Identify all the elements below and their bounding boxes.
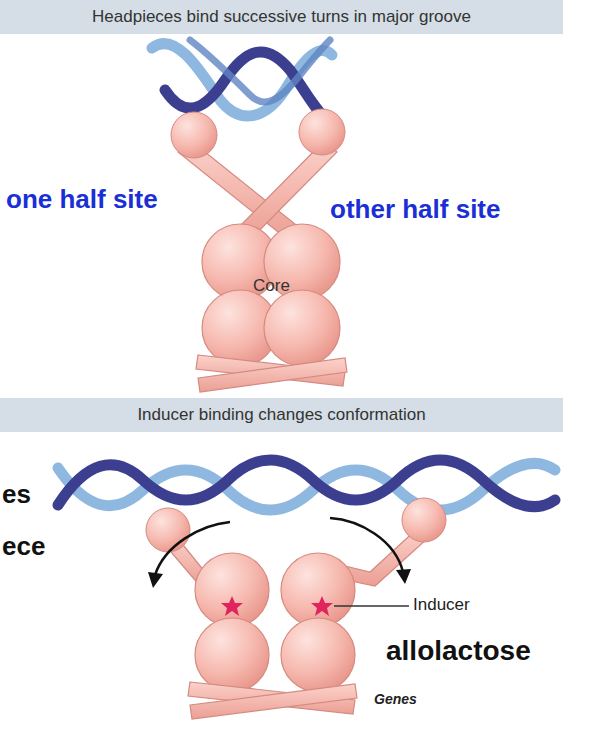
panel-heading-band: Headpieces bind successive turns in majo… xyxy=(0,0,563,34)
panel-heading-band: Inducer binding changes conformation xyxy=(0,398,563,432)
panel-heading: Headpieces bind successive turns in majo… xyxy=(92,7,471,27)
panel-heading: Inducer binding changes conformation xyxy=(137,405,425,425)
molecule-label: allolactose xyxy=(386,636,531,667)
cut-text: ece xyxy=(2,532,45,561)
core-label: Core xyxy=(253,277,290,296)
half-site-label: other half site xyxy=(330,195,500,224)
cut-text: es xyxy=(2,480,31,509)
source-label: Genes xyxy=(374,692,417,707)
half-site-label: one half site xyxy=(6,185,158,214)
inducer-label: Inducer xyxy=(413,596,470,615)
